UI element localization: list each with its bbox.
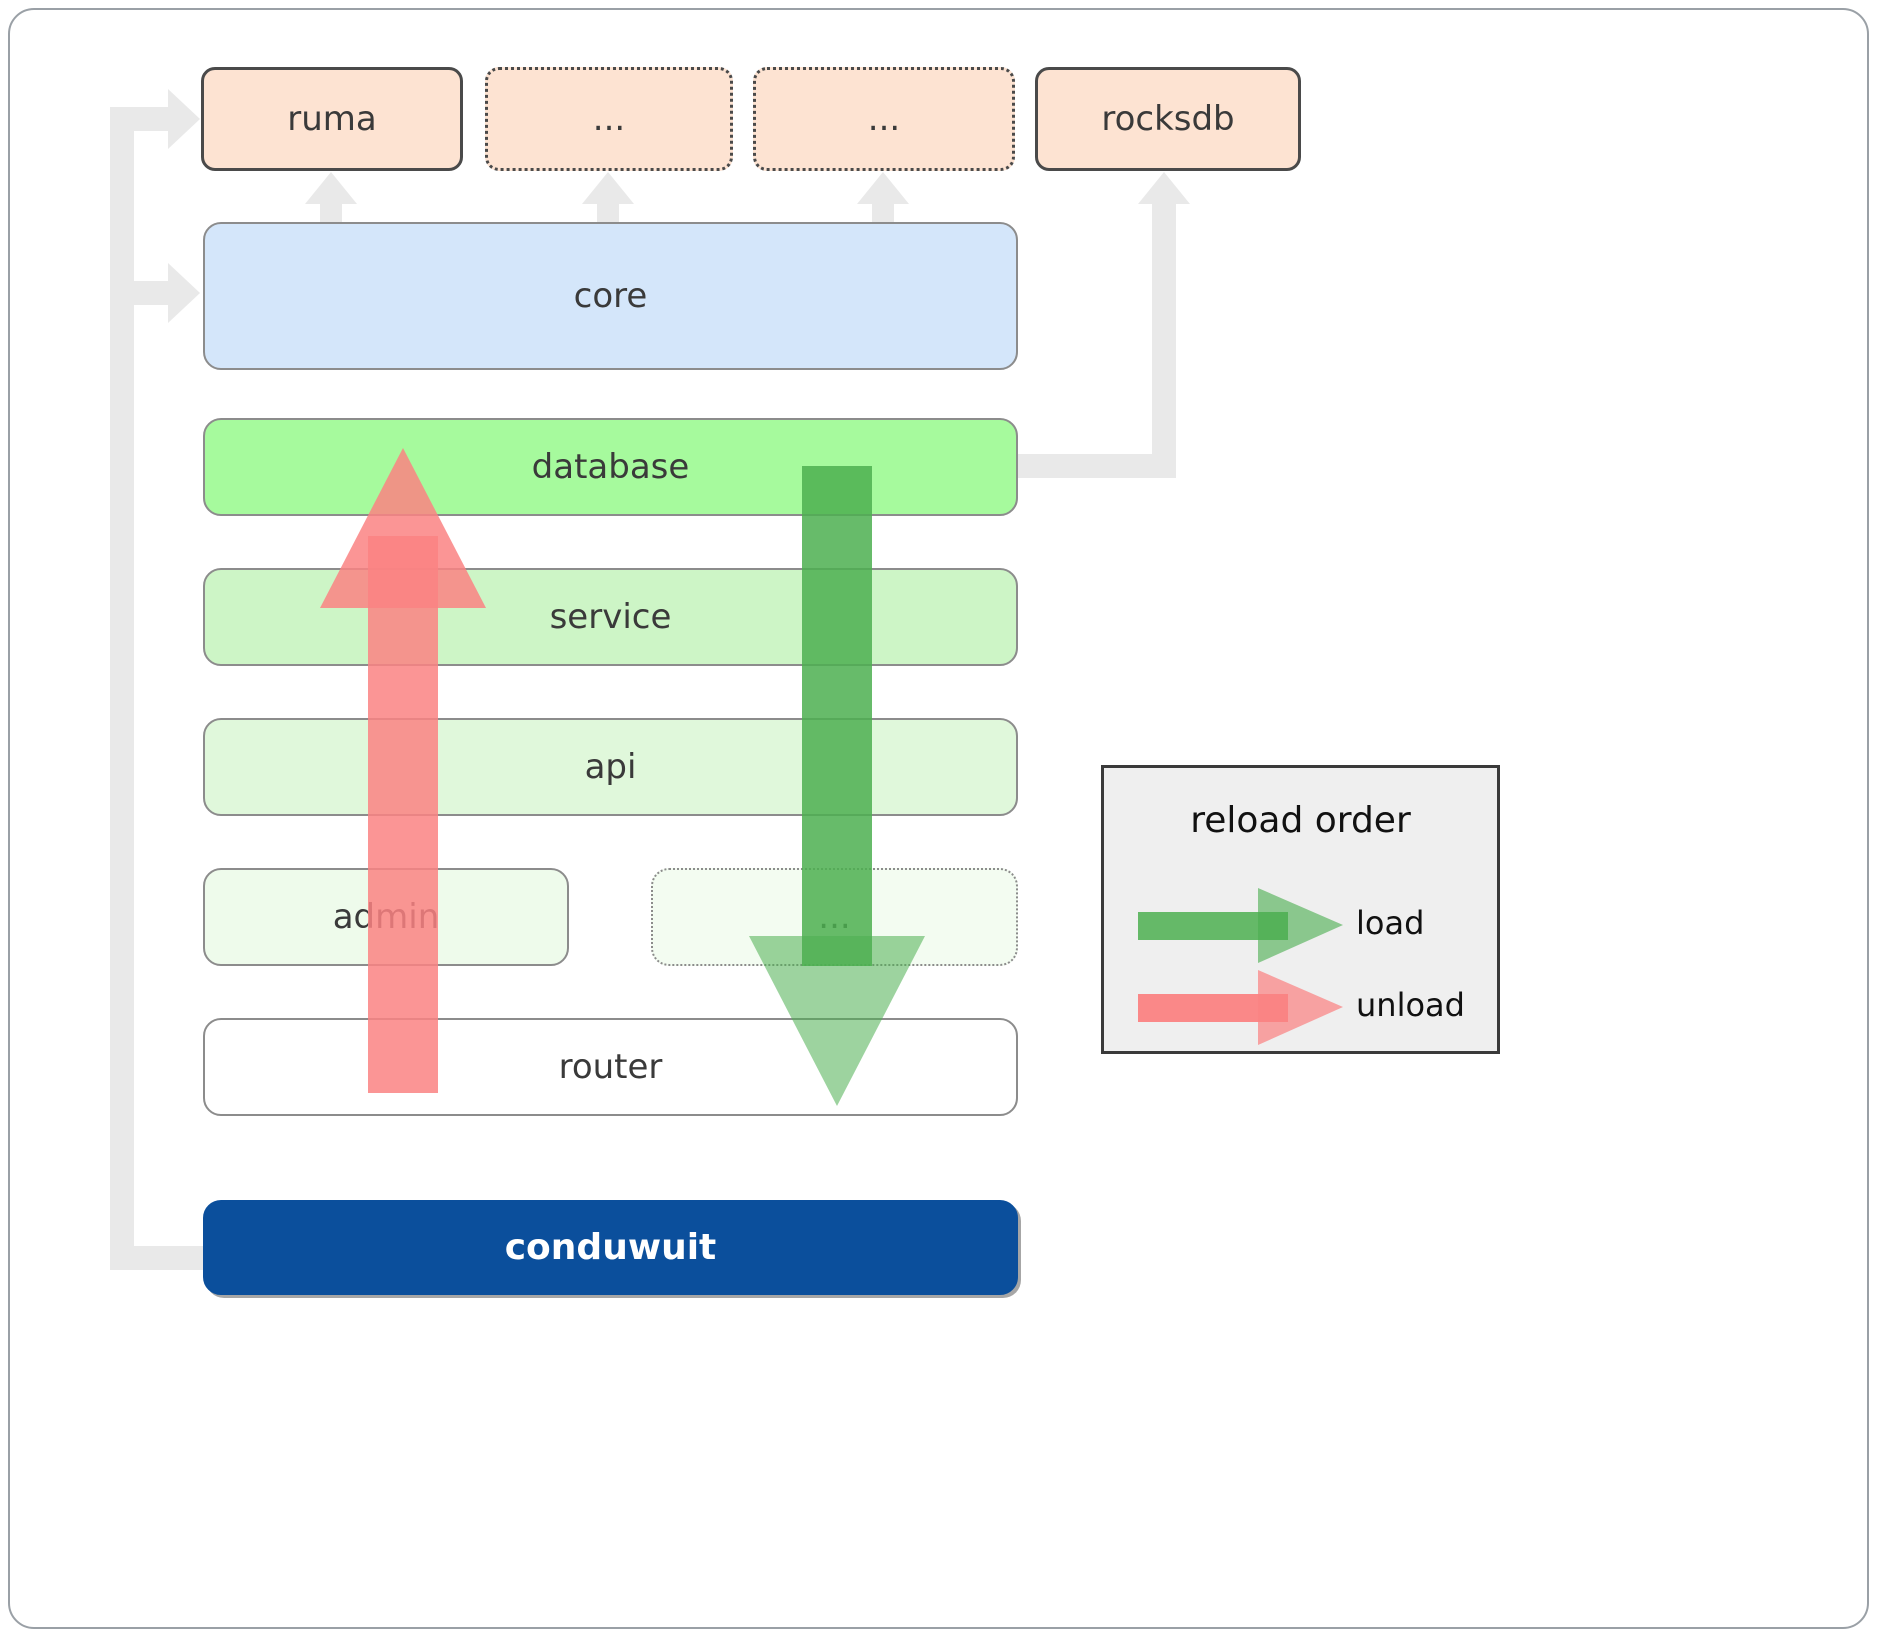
node-ruma-label: ruma bbox=[287, 99, 377, 139]
node-conduwuit-label: conduwuit bbox=[504, 1227, 717, 1268]
connector-core-to-ruma-shaft bbox=[320, 200, 342, 228]
node-external-dots-1[interactable]: ... bbox=[485, 67, 733, 171]
legend-unload-label: unload bbox=[1356, 986, 1465, 1024]
node-conduwuit[interactable]: conduwuit bbox=[203, 1200, 1018, 1295]
legend-load-label: load bbox=[1356, 904, 1425, 942]
legend-load-arrow bbox=[1138, 888, 1343, 963]
connector-branch-core bbox=[110, 281, 170, 305]
node-external-dots-1-label: ... bbox=[592, 99, 626, 139]
connector-database-to-rocksdb-arrow bbox=[1138, 172, 1190, 204]
connector-arrow-ruma bbox=[168, 89, 200, 149]
node-router-label: router bbox=[558, 1047, 663, 1087]
node-service-label: service bbox=[549, 597, 672, 637]
node-external-dots-2-label: ... bbox=[867, 99, 901, 139]
connector-branch-ruma bbox=[110, 107, 170, 131]
node-api-label: api bbox=[584, 747, 637, 787]
connector-core-to-ruma-arrow bbox=[305, 172, 357, 204]
connector-left-bottom-horizontal bbox=[110, 1246, 220, 1270]
connector-arrow-core bbox=[168, 263, 200, 323]
node-external-dots-2[interactable]: ... bbox=[753, 67, 1015, 171]
node-ruma[interactable]: ruma bbox=[201, 67, 463, 171]
node-core-label: core bbox=[573, 276, 648, 316]
connector-core-to-dots1-shaft bbox=[597, 200, 619, 228]
connector-core-to-dots2-shaft bbox=[872, 200, 894, 228]
node-rocksdb[interactable]: rocksdb bbox=[1035, 67, 1301, 171]
legend-title: reload order bbox=[1190, 800, 1411, 841]
legend-panel: reload order load unload bbox=[1101, 765, 1500, 1054]
connector-core-to-dots1-arrow bbox=[582, 172, 634, 204]
connector-core-to-dots2-arrow bbox=[857, 172, 909, 204]
flow-arrow-load bbox=[749, 466, 925, 1106]
connector-database-to-rocksdb-horizontal bbox=[1018, 454, 1176, 478]
legend-unload-arrow bbox=[1138, 970, 1343, 1045]
connector-database-to-rocksdb-vertical bbox=[1152, 200, 1176, 468]
node-database-label: database bbox=[531, 447, 690, 487]
flow-arrow-unload bbox=[320, 448, 486, 1093]
node-core[interactable]: core bbox=[203, 222, 1018, 370]
node-rocksdb-label: rocksdb bbox=[1101, 99, 1235, 139]
